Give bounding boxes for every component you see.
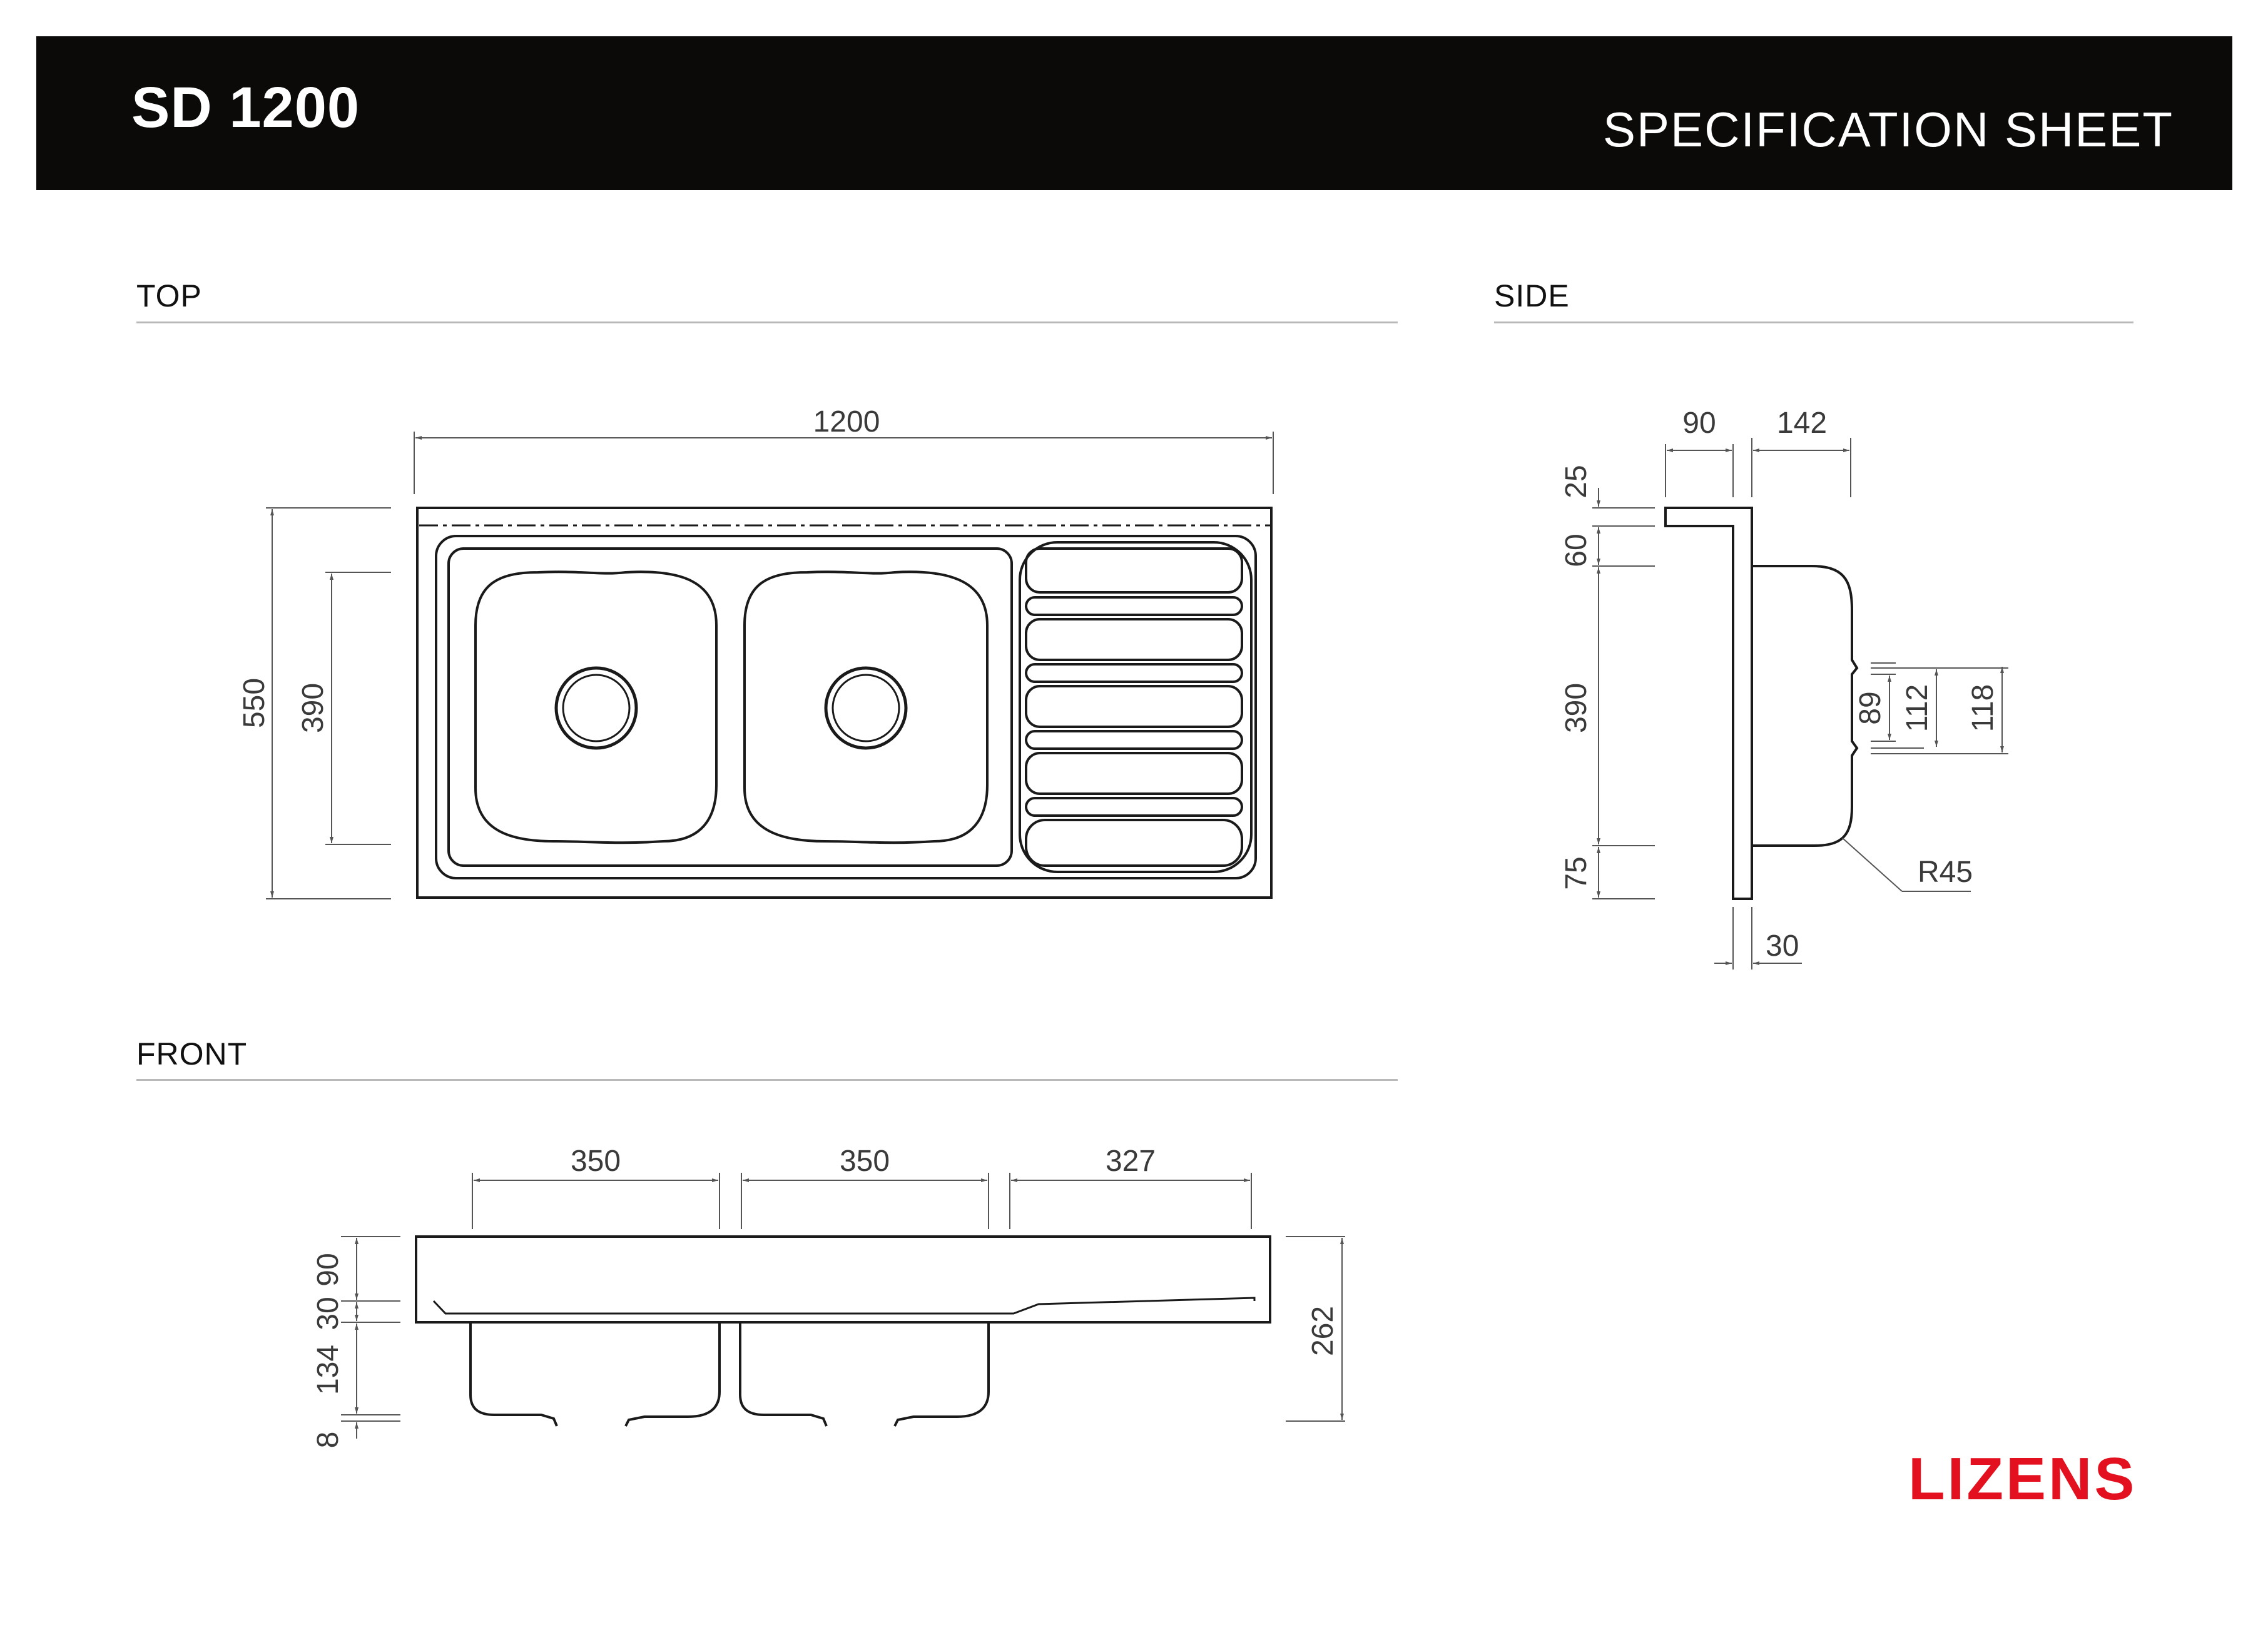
dim-outlet-89: 89: [1854, 691, 1887, 724]
bowl-1: [474, 570, 718, 844]
dim-radius: R45: [1918, 856, 1973, 889]
bowl-2: [743, 570, 989, 844]
dim-front-30: 30: [312, 1297, 345, 1330]
side-profile: [1664, 507, 1753, 900]
section-rule-front: [136, 1079, 1398, 1081]
dim-side-90: 90: [1682, 407, 1716, 440]
dim-overall-width: 550: [238, 678, 271, 728]
top-dimensions: [266, 432, 1274, 899]
front-view: [415, 1235, 1271, 1427]
drain-1-outer: [554, 666, 638, 750]
drain-1-inner: [562, 674, 631, 742]
dim-outlet-118: 118: [1966, 684, 2000, 732]
dim-side-60: 60: [1560, 534, 1593, 567]
header-bar: SD 1200 SPECIFICATION SHEET: [36, 36, 2232, 190]
dim-front-134: 134: [312, 1345, 345, 1395]
dim-front-8: 8: [312, 1432, 345, 1449]
dim-front-90: 90: [312, 1253, 345, 1286]
dim-side-142: 142: [1777, 407, 1827, 440]
drainer-rib: [1025, 730, 1243, 750]
model-title: SD 1200: [131, 76, 360, 139]
front-outline: [415, 1235, 1271, 1324]
dim-front-bowl-2: 350: [840, 1145, 890, 1178]
drainer-rib: [1025, 596, 1243, 616]
front-drainer-line: [432, 1297, 1256, 1315]
dim-side-390: 390: [1560, 683, 1593, 733]
bowls-surround: [447, 547, 1013, 867]
drainer-rib: [1025, 663, 1243, 683]
dim-front-total-height: 262: [1306, 1306, 1340, 1356]
drainer-rib: [1025, 618, 1243, 661]
dim-front-bowl-1: 350: [571, 1145, 621, 1178]
dim-bowl-depth: 390: [297, 683, 330, 733]
dim-front-drainer: 327: [1106, 1145, 1156, 1178]
dim-side-75: 75: [1560, 856, 1593, 889]
drainer-rib: [1025, 547, 1243, 594]
drainer-frame: [1019, 541, 1253, 873]
drainer-rib: [1025, 752, 1243, 795]
top-outer-outline: [416, 507, 1273, 899]
section-title-side: SIDE: [1494, 278, 1570, 313]
top-inner-frame: [435, 535, 1257, 879]
front-bowl-2: [739, 1322, 990, 1427]
doc-type-label: SPECIFICATION SHEET: [1603, 102, 2174, 157]
dim-overall-length: 1200: [813, 405, 880, 438]
dim-outlet-112: 112: [1901, 684, 1934, 732]
drainer-rib: [1025, 819, 1243, 867]
drain-2-inner: [831, 674, 900, 742]
side-dimensions: [1592, 438, 2008, 969]
drainer-rib: [1025, 685, 1243, 728]
dim-side-25: 25: [1560, 465, 1593, 498]
section-title-front: FRONT: [136, 1036, 248, 1071]
side-bowl-profile: [1752, 565, 1859, 847]
drainer-rib: [1025, 797, 1243, 817]
dim-side-thickness: 30: [1766, 929, 1799, 963]
brand-logo: LIZENS: [1908, 1445, 2137, 1512]
drain-2-outer: [824, 666, 908, 750]
top-view: [416, 507, 1273, 899]
section-rule-top: [136, 321, 1398, 323]
front-dimensions: [341, 1173, 1345, 1439]
front-bowl-1: [469, 1322, 721, 1427]
section-title-top: TOP: [136, 278, 202, 313]
section-rule-side: [1494, 321, 2133, 323]
side-view: [1664, 507, 1859, 900]
